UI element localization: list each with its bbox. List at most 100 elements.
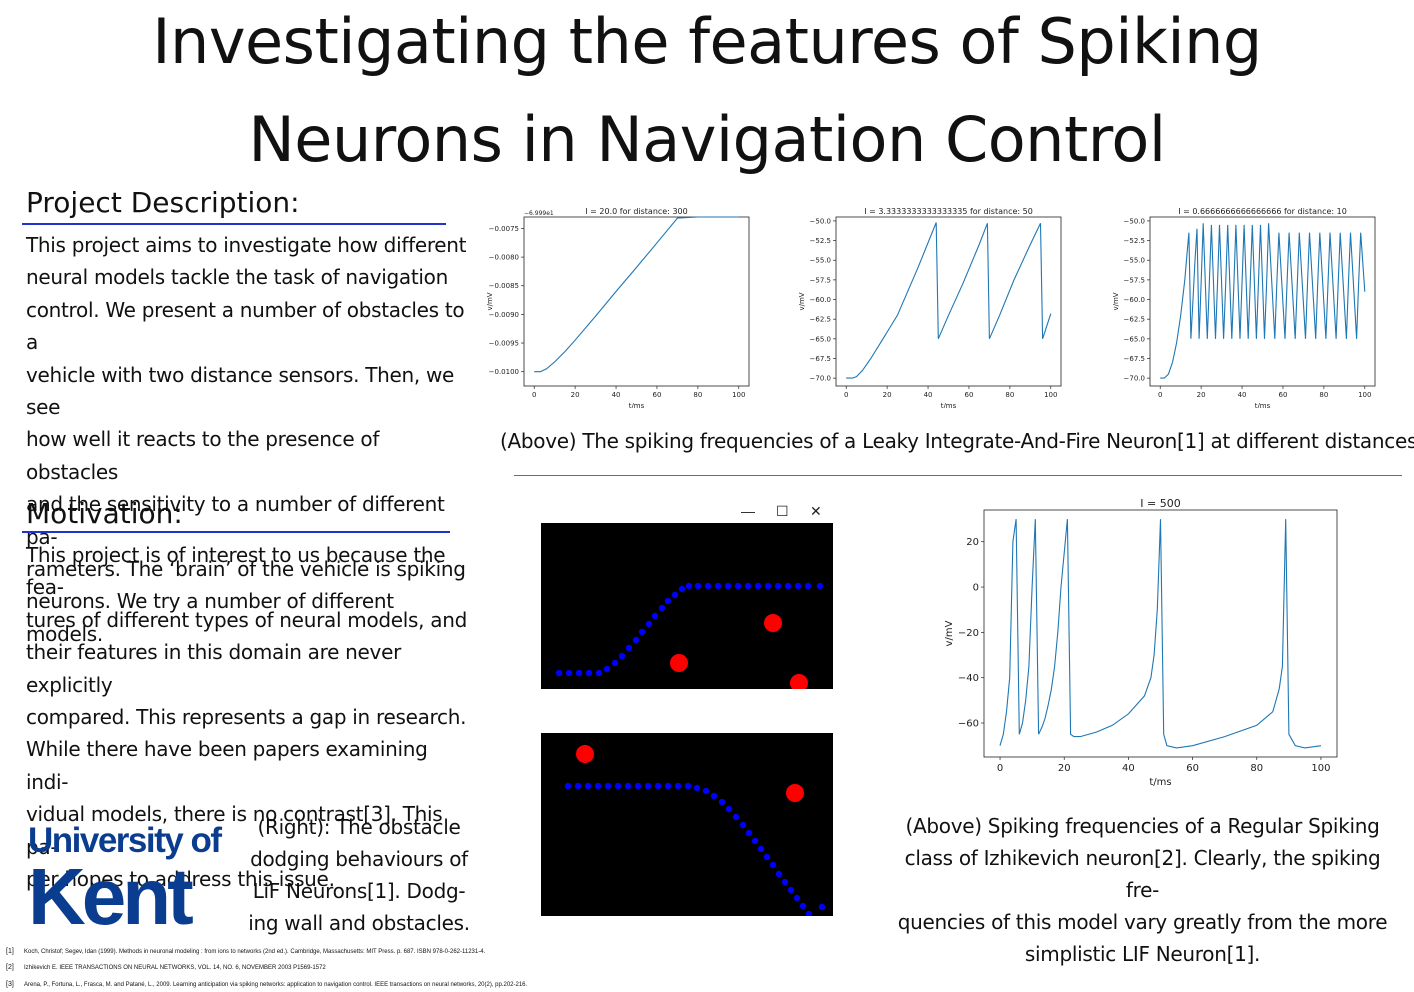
vehicle-path-dot: [684, 782, 692, 790]
lif-caption: (Above) The spiking frequencies of a Lea…: [500, 429, 1414, 453]
reference-number: [2]: [6, 964, 14, 971]
project-line: how well it reacts to the presence of ob…: [26, 427, 380, 484]
vehicle-path-dot: [724, 582, 732, 590]
project-line: This project aims to investigate how dif…: [26, 233, 467, 257]
reference-number: [3]: [6, 981, 14, 988]
x-tick-label: 40: [612, 391, 621, 399]
izhikevich-caption: (Above) Spiking frequencies of a Regular…: [890, 810, 1395, 970]
x-tick-label: 80: [693, 391, 702, 399]
vehicle-path-dot: [611, 659, 619, 667]
caption-line: quencies of this model vary greatly from…: [897, 910, 1388, 934]
vehicle-path-dot: [693, 784, 701, 792]
window-close-icon[interactable]: ✕: [810, 503, 822, 519]
project-heading-rule: [22, 223, 446, 225]
vehicle-path-dot: [603, 665, 611, 673]
x-axis-label: t/ms: [1255, 402, 1271, 408]
x-tick-label: 0: [997, 763, 1003, 774]
vehicle-path-dot: [574, 782, 582, 790]
vehicle-path-dot: [710, 792, 718, 800]
caption-line: (Right): The obstacle: [257, 815, 461, 839]
y-tick-label: −0.0095: [489, 339, 519, 347]
caption-line: ing wall and obstacles.: [248, 911, 470, 935]
y-tick-label: −60.0: [1124, 296, 1145, 304]
caption-line: class of Izhikevich neuron[2]. Clearly, …: [904, 846, 1381, 902]
vehicle-path-dot: [744, 582, 752, 590]
vehicle-path-dot: [664, 597, 672, 605]
vehicle-path-dot: [793, 894, 801, 902]
x-tick-label: 100: [732, 391, 745, 399]
vehicle-path-dot: [671, 591, 679, 599]
y-tick-label: −62.5: [1124, 316, 1145, 324]
vehicle-path-dot: [644, 782, 652, 790]
chart-title: I = 500: [1140, 497, 1180, 510]
vehicle-path-dot: [775, 870, 783, 878]
project-line: vehicle with two distance sensors. Then,…: [26, 362, 455, 420]
y-tick-label: 0: [973, 583, 979, 594]
vehicle-path-dot: [575, 669, 583, 677]
university-of-kent-logo: University of Kent: [28, 821, 222, 937]
y-tick-label: −60.0: [810, 296, 831, 304]
y-tick-label: −70.0: [1124, 375, 1145, 383]
window-minimize-icon[interactable]: —: [741, 503, 755, 519]
vehicle-path-dot: [702, 787, 710, 795]
x-axis-label: t/ms: [941, 402, 957, 408]
y-tick-label: −50.0: [810, 217, 831, 225]
vehicle-path-dot: [769, 861, 777, 869]
vehicle-path-dot: [739, 821, 747, 829]
x-tick-label: 100: [1311, 763, 1330, 774]
obstacle-dodging-caption: (Right): The obstacle dodging behaviours…: [246, 811, 472, 939]
x-tick-label: 60: [1278, 391, 1287, 399]
project-line: rameters. The ‘brain’ of the vehicle is …: [26, 557, 466, 582]
lif-chart-distance-10: I = 0.6666666666666666 for distance: 100…: [1112, 207, 1376, 408]
y-tick-label: −62.5: [810, 316, 831, 324]
vehicle-path-dot: [714, 582, 722, 590]
chart-title: I = 3.3333333333333335 for distance: 50: [864, 207, 1033, 216]
plot-frame: [835, 216, 1062, 387]
x-tick-label: 60: [1186, 763, 1199, 774]
plot-frame: [523, 216, 750, 387]
x-tick-label: 40: [924, 391, 933, 399]
reference-3: [3] Arena, P., Fortuna, L., Frasca, M. an…: [6, 981, 527, 988]
obstacle: [786, 784, 804, 802]
series-line: [999, 519, 1322, 749]
vehicle-path-dot: [685, 582, 693, 590]
motivation-heading: Motivation:: [26, 497, 183, 530]
vehicle-path-dot: [654, 782, 662, 790]
window-maximize-icon[interactable]: ☐: [776, 503, 789, 519]
logo-line1: University of: [28, 821, 222, 860]
reference-text: Koch, Christof; Segev, Idan (1999). Meth…: [24, 949, 486, 955]
x-tick-label: 20: [1058, 763, 1071, 774]
x-tick-label: 100: [1044, 391, 1057, 399]
vehicle-path-dot: [764, 582, 772, 590]
vehicle-path-dot: [805, 910, 813, 916]
vehicle-path-dot: [595, 669, 603, 677]
vehicle-path-dot: [678, 585, 686, 593]
y-axis-label: v/mV: [486, 292, 494, 310]
vehicle-path-dot: [694, 582, 702, 590]
vehicle-path-dot: [614, 782, 622, 790]
y-tick-label: −0.0100: [489, 368, 519, 376]
lif-chart-distance-50: I = 3.3333333333333335 for distance: 500…: [798, 207, 1062, 408]
section-divider: [514, 475, 1402, 476]
y-tick-label: −57.5: [1124, 276, 1145, 284]
y-tick-label: −0.0075: [489, 225, 519, 233]
reference-text: Arena, P., Fortuna, L., Frasca, M. and P…: [24, 982, 528, 988]
vehicle-path-dot: [651, 612, 659, 620]
vehicle-path-dot: [604, 782, 612, 790]
series-line: [846, 222, 1052, 379]
y-tick-label: −52.5: [810, 237, 831, 245]
vehicle-path-dot: [718, 798, 726, 806]
project-line: control. We present a number of obstacle…: [26, 297, 465, 355]
obstacle: [790, 674, 808, 689]
y-tick-label: −40: [958, 673, 979, 684]
x-tick-label: 0: [532, 391, 536, 399]
x-tick-label: 20: [883, 391, 892, 399]
sim-scene-wall-dodge: [541, 523, 833, 689]
reference-text: Izhikevich E. IEEE TRANSACTIONS ON NEURA…: [24, 965, 326, 971]
obstacle: [670, 654, 688, 672]
vehicle-path-dot: [632, 636, 640, 644]
vehicle-path-dot: [725, 805, 733, 813]
motivation-line: tures of different types of neural model…: [26, 607, 467, 632]
vehicle-path-dot: [794, 582, 802, 590]
poster-title-line1: Investigating the features of Spiking: [152, 5, 1262, 78]
